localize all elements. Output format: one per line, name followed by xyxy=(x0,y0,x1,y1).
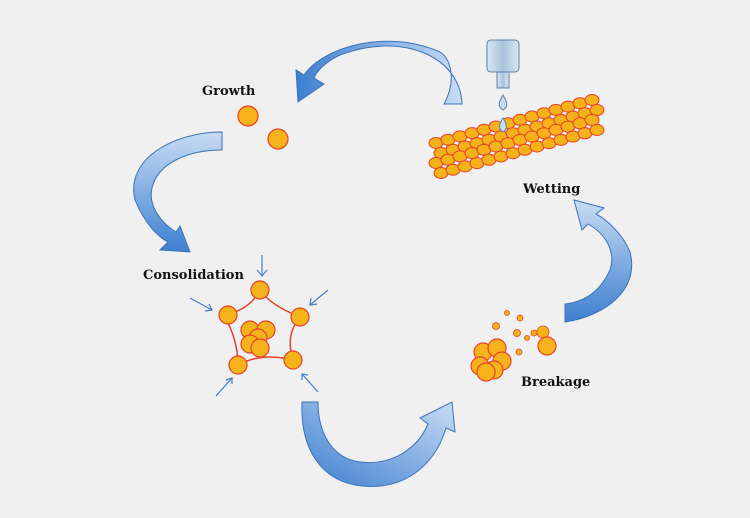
breakage-fragments xyxy=(470,310,557,382)
binder-droplet-icon xyxy=(499,117,507,133)
binder-nozzle-icon xyxy=(486,39,520,89)
wetting-particle xyxy=(584,114,600,126)
breakage-label: Breakage xyxy=(521,375,591,390)
consolidation-label: Consolidation xyxy=(143,268,244,283)
wetting-particle xyxy=(589,104,605,116)
cycle-arrow-icon xyxy=(301,401,456,487)
cycle-arrow-icon xyxy=(133,131,223,253)
growth-label: Growth xyxy=(202,84,256,99)
pressure-arrow-icon xyxy=(189,255,329,397)
consolidation-granule xyxy=(218,280,310,375)
cycle-arrow-icon xyxy=(295,40,463,105)
wetting-particle xyxy=(584,94,600,106)
cycle-arrow-icon xyxy=(564,199,633,323)
wetting-particle xyxy=(589,124,605,136)
binder-droplet-icon xyxy=(498,93,508,111)
wetting-label: Wetting xyxy=(523,182,581,197)
wetting-particle-bed xyxy=(428,94,605,179)
growth-particles xyxy=(237,105,289,150)
